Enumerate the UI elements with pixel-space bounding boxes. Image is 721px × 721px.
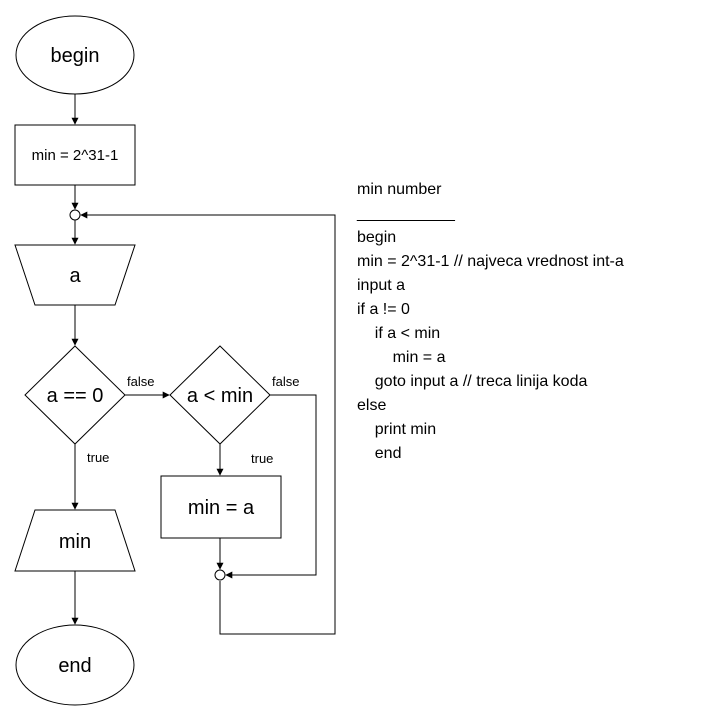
code-line: end	[357, 445, 402, 462]
code-line: min = 2^31-1 // najveca vrednost int-a	[357, 253, 624, 270]
pseudocode-title: min number	[357, 181, 442, 198]
code-line: else	[357, 397, 387, 414]
edge-loop-back	[80, 211, 336, 635]
input-label: a	[69, 265, 81, 287]
check-zero-decision: a == 0	[24, 345, 126, 445]
code-line: if a != 0	[357, 301, 410, 318]
code-line: min = a	[357, 349, 446, 366]
code-line: if a < min	[357, 325, 441, 342]
code-line: input a	[357, 277, 406, 294]
input-node: a	[14, 244, 136, 306]
init-label: min = 2^31-1	[32, 147, 119, 164]
begin-node: begin	[15, 15, 135, 95]
check-min-label: a < min	[187, 385, 253, 407]
code-line: goto input a // treca linija koda	[357, 373, 588, 390]
edge-label-zero-true: true	[87, 450, 109, 465]
init-node: min = 2^31-1	[14, 124, 136, 186]
edge-check-min-false	[225, 394, 317, 579]
edge-label-min-true: true	[251, 451, 273, 466]
code-line: begin	[357, 229, 397, 246]
check-min-decision: a < min	[169, 345, 271, 445]
assign-node: min = a	[160, 475, 282, 539]
output-label: min	[59, 531, 91, 553]
edge-label-zero-false: false	[127, 374, 154, 389]
output-node: min	[14, 509, 136, 572]
end-label: end	[58, 655, 91, 677]
end-node: end	[15, 624, 135, 706]
code-line: print min	[357, 421, 437, 438]
begin-label: begin	[51, 45, 100, 67]
merge-point-top	[69, 209, 81, 221]
pseudocode-separator: ___________	[357, 205, 455, 222]
edge-label-min-false: false	[272, 374, 299, 389]
pseudocode-block: min number ___________ begin min = 2^31-…	[357, 178, 624, 466]
merge-point-inner	[214, 569, 226, 581]
check-zero-label: a == 0	[47, 385, 104, 407]
assign-label: min = a	[188, 497, 255, 519]
